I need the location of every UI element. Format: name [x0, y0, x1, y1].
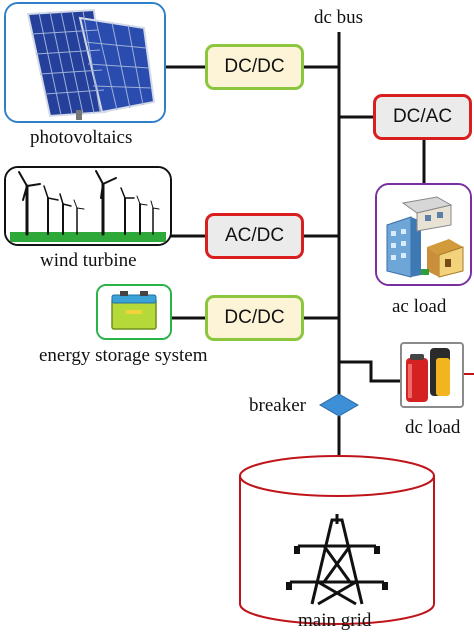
main-grid-cylinder: [239, 455, 435, 625]
main-grid-label: main grid: [298, 610, 372, 631]
photovoltaics-label: photovoltaics: [30, 127, 133, 148]
wind-turbine-label: wind turbine: [40, 250, 137, 271]
wind-converter-label: AC/DC: [224, 225, 285, 246]
pv-converter-label: DC/DC: [224, 56, 285, 77]
dc-load-frame: [400, 342, 464, 408]
battery-icon: [98, 286, 170, 338]
wind-acdc-converter: AC/DC: [205, 213, 304, 259]
buildings-icon: [377, 185, 470, 284]
solar-panel-icon: [6, 4, 164, 121]
bus-to-dcload: [339, 360, 400, 383]
ac-load-frame: [375, 183, 472, 286]
energy-storage-frame: [96, 284, 172, 340]
wind-turbine-icon: [6, 168, 170, 244]
dc-load-label: dc load: [405, 417, 461, 438]
wind-turbine-frame: [4, 166, 172, 246]
pv-dcdc-converter: DC/DC: [205, 44, 304, 90]
transmission-tower-icon: [290, 514, 384, 606]
storage-converter-label: DC/DC: [224, 307, 285, 328]
photovoltaics-frame: [4, 2, 166, 123]
breaker-symbol: [319, 393, 359, 417]
dc-bus-label: dc bus: [314, 7, 364, 28]
ac-load-label: ac load: [392, 296, 447, 317]
breaker-label: breaker: [249, 395, 306, 416]
acload-dcac-converter: DC/AC: [373, 94, 472, 140]
energy-storage-label: energy storage system: [39, 345, 208, 366]
batteries-icon: [402, 344, 462, 406]
storage-dcdc-converter: DC/DC: [205, 295, 304, 341]
acload-converter-label: DC/AC: [392, 106, 453, 127]
